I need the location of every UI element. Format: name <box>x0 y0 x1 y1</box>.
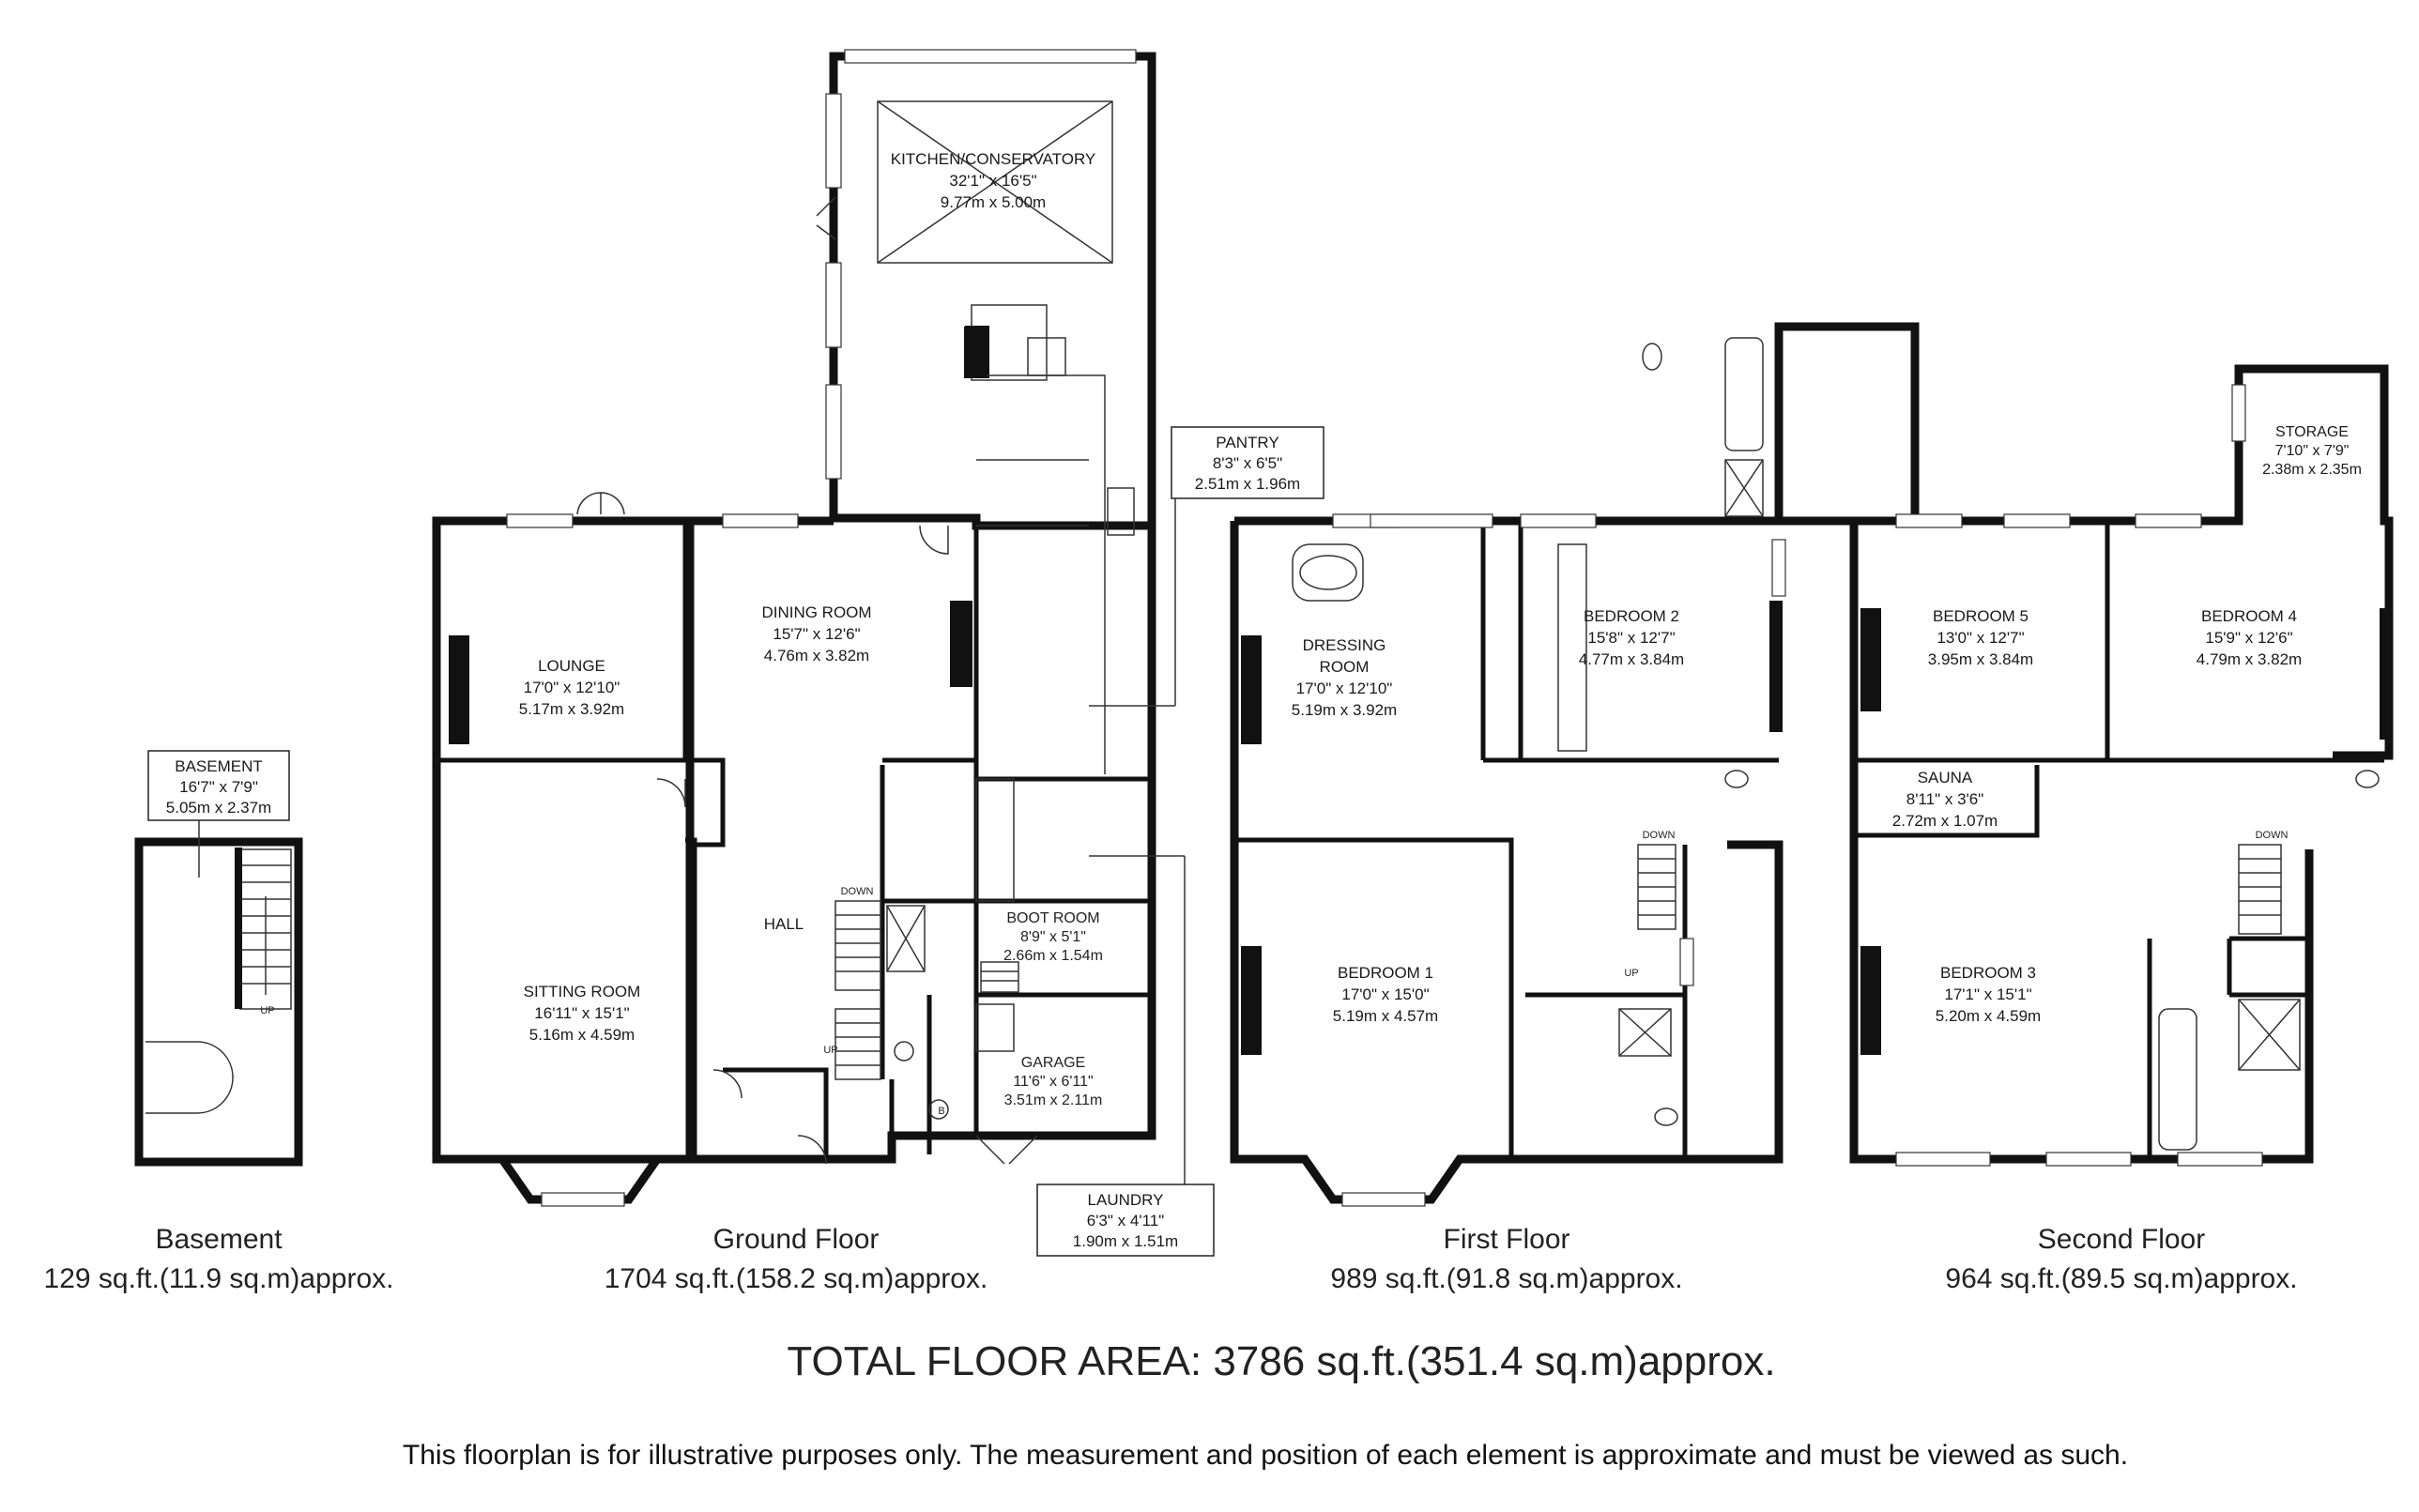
second-floor-plan: DOWN STORAGE 7'10" x 7'9" 2.38m x 2.35m … <box>1849 364 2394 1167</box>
pantry-dim-metric: 2.51m x 1.96m <box>1195 475 1300 493</box>
laundry-dim-metric: 1.90m x 1.51m <box>1073 1232 1178 1250</box>
bedroom5-dim-imperial: 13'0" x 12'7" <box>1937 629 2024 647</box>
first-floor-name: First Floor <box>1444 1224 1570 1255</box>
sitting-dim-metric: 5.16m x 4.59m <box>529 1026 635 1044</box>
dining-name: DINING ROOM <box>761 603 871 621</box>
floor-labels: Basement 129 sq.ft.(11.9 sq.m)approx. Gr… <box>44 1224 2298 1471</box>
dressing-name-line1: DRESSING <box>1303 636 1386 654</box>
bedroom3-name: BEDROOM 3 <box>1940 964 2036 982</box>
bedroom1-dim-imperial: 17'0" x 15'0" <box>1341 985 1429 1003</box>
laundry-name: LAUNDRY <box>1088 1191 1164 1209</box>
stair-up-label: UP <box>260 1005 274 1016</box>
second-floor-name: Second Floor <box>2038 1224 2205 1255</box>
sauna-name: SAUNA <box>1918 769 1973 787</box>
second-stair-down-label: DOWN <box>2256 830 2289 841</box>
bedroom2-dim-metric: 4.77m x 3.84m <box>1579 650 1684 668</box>
basement-name: BASEMENT <box>175 757 263 775</box>
basement-floor-area: 129 sq.ft.(11.9 sq.m)approx. <box>44 1263 394 1294</box>
garage-dim-metric: 3.51m x 2.11m <box>1004 1092 1103 1108</box>
first-floor-area: 989 sq.ft.(91.8 sq.m)approx. <box>1330 1263 1682 1294</box>
disclaimer: This floorplan is for illustrative purpo… <box>403 1440 2128 1471</box>
ground-floor-plan: DOWN UP B KITCHEN/CONSERVATORY 32'1" x 1… <box>432 49 1324 1257</box>
ground-stair-down-label: DOWN <box>841 886 874 897</box>
basement-label-box <box>147 750 290 821</box>
bedroom1-dim-metric: 5.19m x 4.57m <box>1333 1007 1438 1025</box>
kitchen-name: KITCHEN/CONSERVATORY <box>891 150 1096 168</box>
bedroom5-dim-metric: 3.95m x 3.84m <box>1928 650 2033 668</box>
storage-name: STORAGE <box>2275 424 2349 440</box>
dressing-dim-metric: 5.19m x 3.92m <box>1292 701 1397 719</box>
bootroom-dim-metric: 2.66m x 1.54m <box>1003 948 1103 964</box>
bootroom-name: BOOT ROOM <box>1006 910 1099 926</box>
basement-floor-name: Basement <box>155 1224 283 1255</box>
storage-dim-metric: 2.38m x 2.35m <box>2262 462 2362 478</box>
lounge-dim-metric: 5.17m x 3.92m <box>519 700 624 718</box>
bootroom-dim-imperial: 8'9" x 5'1" <box>1020 929 1086 945</box>
second-floor-area: 964 sq.ft.(89.5 sq.m)approx. <box>1945 1263 2297 1294</box>
lounge-dim-imperial: 17'0" x 12'10" <box>524 679 620 696</box>
laundry-dim-imperial: 6'3" x 4'11" <box>1087 1212 1165 1229</box>
bedroom1-name: BEDROOM 1 <box>1338 964 1433 982</box>
ground-stair-up-label: UP <box>823 1045 837 1056</box>
first-floor-plan: DOWN UP DRESSING ROOM 17'0" x 12'10" 5.1… <box>1230 322 1920 1207</box>
dressing-name-line2: ROOM <box>1320 658 1370 676</box>
basement-dim-imperial: 16'7" x 7'9" <box>179 778 258 796</box>
basement-dim-metric: 5.05m x 2.37m <box>166 799 271 817</box>
hall-name: HALL <box>764 915 804 933</box>
ground-floor-area: 1704 sq.ft.(158.2 sq.m)approx. <box>605 1263 988 1294</box>
garage-name: GARAGE <box>1021 1055 1085 1071</box>
pantry-name: PANTRY <box>1216 434 1278 451</box>
basement-plan: UP BASEMENT 16'7" x 7'9" 5.05m x 2.37m <box>134 750 303 1167</box>
pantry-dim-imperial: 8'3" x 6'5" <box>1213 454 1282 472</box>
dining-dim-metric: 4.76m x 3.82m <box>764 647 869 664</box>
dressing-dim-imperial: 17'0" x 12'10" <box>1296 680 1393 697</box>
first-stair-up-label: UP <box>1624 968 1638 979</box>
bedroom2-name: BEDROOM 2 <box>1584 607 1679 625</box>
sitting-dim-imperial: 16'11" x 15'1" <box>534 1004 629 1022</box>
kitchen-dim-imperial: 32'1" x 16'5" <box>949 172 1036 190</box>
garage-dim-imperial: 11'6" x 6'11" <box>1013 1074 1093 1090</box>
boiler-label: B <box>938 1106 944 1117</box>
laundry-label-box <box>1036 1184 1215 1257</box>
pantry-label-box <box>1171 426 1324 499</box>
bedroom3-dim-metric: 5.20m x 4.59m <box>1936 1007 2041 1025</box>
sitting-name: SITTING ROOM <box>524 983 641 1000</box>
bedroom4-name: BEDROOM 4 <box>2201 607 2297 625</box>
bedroom4-dim-metric: 4.79m x 3.82m <box>2197 650 2302 668</box>
storage-dim-imperial: 7'10" x 7'9" <box>2275 443 2350 459</box>
bedroom5-name: BEDROOM 5 <box>1933 607 2029 625</box>
bedroom4-dim-imperial: 15'9" x 12'6" <box>2205 629 2292 647</box>
total-floor-area: TOTAL FLOOR AREA: 3786 sq.ft.(351.4 sq.m… <box>787 1338 1775 1384</box>
bedroom2-dim-imperial: 15'8" x 12'7" <box>1587 629 1675 647</box>
first-stair-down-label: DOWN <box>1643 830 1676 841</box>
lounge-name: LOUNGE <box>538 657 605 675</box>
kitchen-dim-metric: 9.77m x 5.00m <box>941 193 1046 211</box>
dining-dim-imperial: 15'7" x 12'6" <box>773 625 860 643</box>
bedroom3-dim-imperial: 17'1" x 15'1" <box>1944 985 2031 1003</box>
sauna-dim-metric: 2.72m x 1.07m <box>1892 812 1998 830</box>
ground-floor-name: Ground Floor <box>713 1224 880 1255</box>
sauna-dim-imperial: 8'11" x 3'6" <box>1906 790 1984 808</box>
